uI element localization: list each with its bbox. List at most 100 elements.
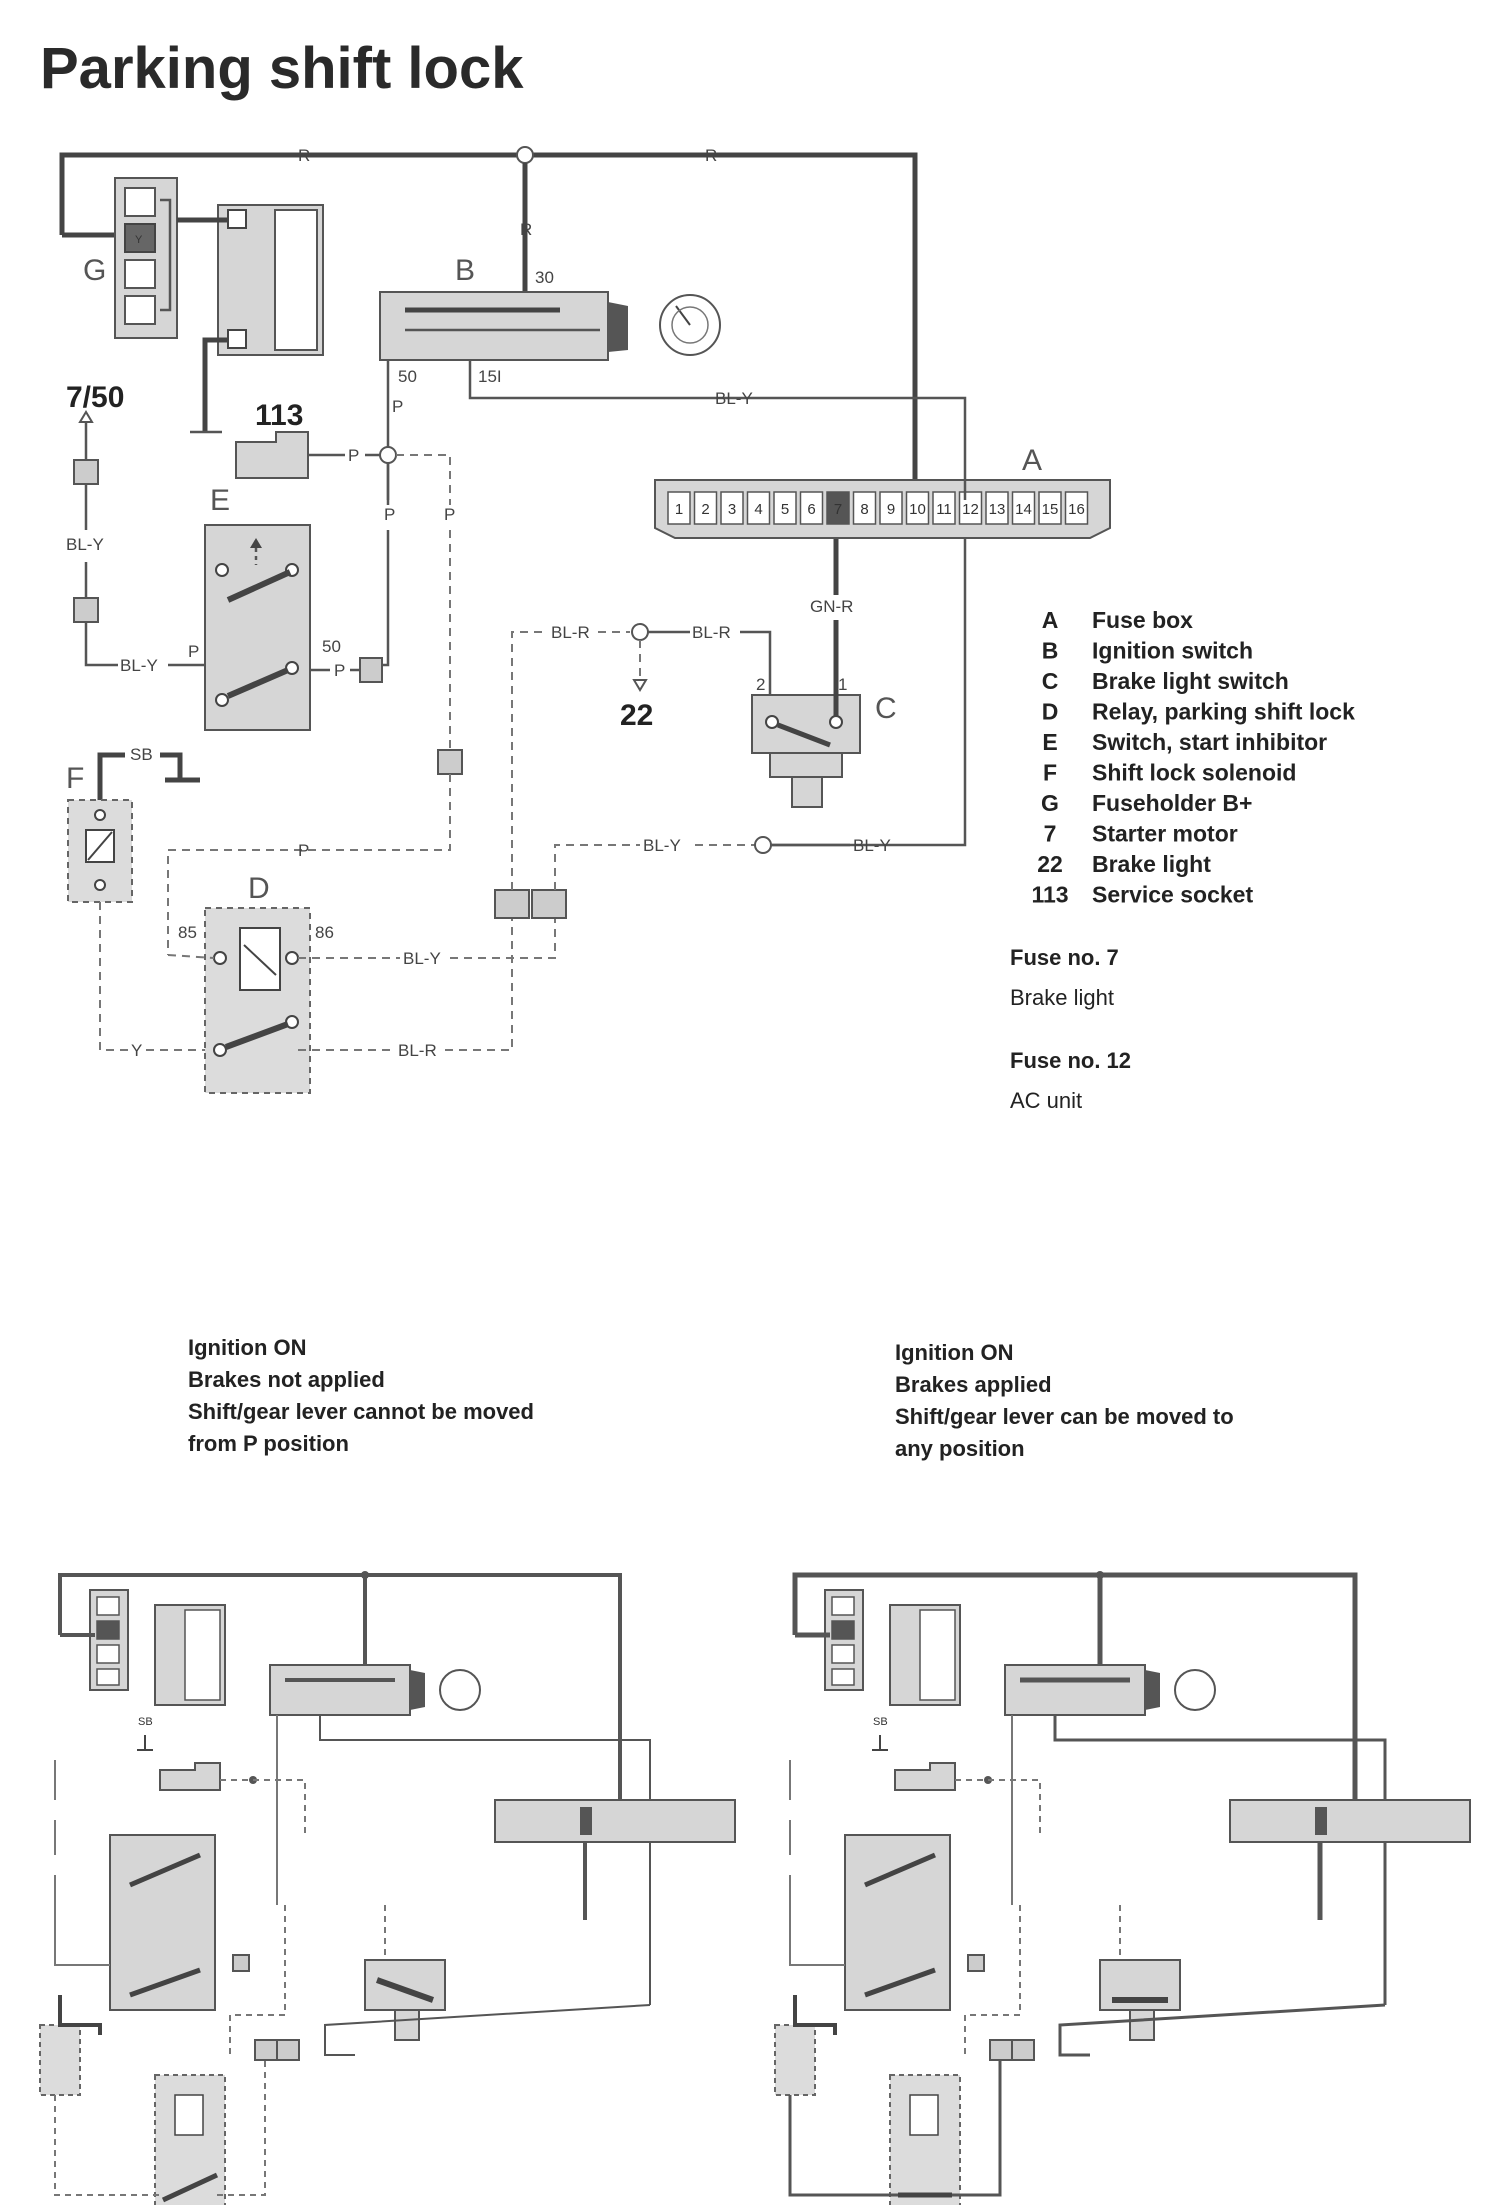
splice-node xyxy=(516,146,534,164)
label-e: E xyxy=(210,484,230,517)
legend-code: 22 xyxy=(1037,851,1063,877)
caption-left-line-1: Ignition ON xyxy=(188,1335,307,1360)
main-diagram: R R R Y G B 30 xyxy=(59,146,1111,1094)
label-a: A xyxy=(1022,444,1042,477)
fuse-slot xyxy=(932,491,956,525)
terminal-86: 86 xyxy=(315,923,334,942)
start-inhibitor-switch-e xyxy=(204,524,311,731)
fuse-notes: Fuse no. 7 Brake light Fuse no. 12 AC un… xyxy=(1010,945,1131,1113)
ref-22: 22 xyxy=(620,699,653,732)
fuse-slot-number: 2 xyxy=(701,501,709,518)
wire-label-bl-y-e: BL-Y xyxy=(120,656,158,675)
fuse-slot xyxy=(826,491,850,525)
fuse-slot-number: 5 xyxy=(781,501,789,518)
terminal-2: 2 xyxy=(756,675,765,694)
wire-label-bl-y-mid1: BL-Y xyxy=(643,836,681,855)
wire-label-p-50: P xyxy=(334,661,345,680)
legend-code: D xyxy=(1042,699,1059,725)
ref-113: 113 xyxy=(255,399,303,432)
fuse-slot xyxy=(1064,491,1089,525)
caption-left-line-3: Shift/gear lever cannot be moved xyxy=(188,1399,534,1424)
fuse-slot-number: 9 xyxy=(887,501,895,518)
wire-label-r-down: R xyxy=(520,220,532,239)
fuse-slot-number: 11 xyxy=(936,501,952,518)
wire-label-p-dash: P xyxy=(444,505,455,524)
brake-light-switch-c xyxy=(751,694,861,808)
fuse-slot-number: 7 xyxy=(834,501,842,518)
fuse-slot-number: 15 xyxy=(1042,501,1059,518)
fuse-slot-number: 3 xyxy=(728,501,736,518)
wire-label-bl-r-1: BL-R xyxy=(551,623,590,642)
fuse-slot-number: 6 xyxy=(807,501,815,518)
fuse-note-12-heading: Fuse no. 12 xyxy=(1010,1048,1131,1073)
connector-block-2 xyxy=(531,889,567,919)
fuse-slot-number: 8 xyxy=(860,501,868,518)
mini-diagram-brakes-applied: SB xyxy=(774,1571,1471,2205)
terminal-1: 1 xyxy=(838,675,847,694)
fuse-slot xyxy=(799,491,824,525)
caption-left: Ignition ON Brakes not applied Shift/gea… xyxy=(188,1335,534,1456)
fuse-slot xyxy=(1038,491,1062,525)
legend-text: Switch, start inhibitor xyxy=(1092,729,1327,755)
page-title: Parking shift lock xyxy=(40,36,524,101)
fuse-slot xyxy=(693,491,718,525)
relay-d xyxy=(204,907,311,1094)
fuse-slot-number: 13 xyxy=(989,501,1006,518)
wire-label-bl-y-mid2: BL-Y xyxy=(853,836,891,855)
fuse-note-12-text: AC unit xyxy=(1010,1088,1082,1113)
shift-lock-solenoid-f xyxy=(67,799,133,903)
legend-code: E xyxy=(1042,729,1057,755)
fuse-slot-number: 16 xyxy=(1068,501,1085,518)
label-b: B xyxy=(455,254,475,287)
caption-right: Ignition ON Brakes applied Shift/gear le… xyxy=(895,1340,1234,1461)
terminal-30: 30 xyxy=(535,268,554,287)
legend-text: Shift lock solenoid xyxy=(1092,760,1296,786)
wire-label-gn-r: GN-R xyxy=(810,597,853,616)
battery xyxy=(217,204,324,356)
fuse-slot xyxy=(852,491,877,525)
wire-label-p-113: P xyxy=(348,446,359,465)
fuse-slot xyxy=(773,491,797,525)
wire-label-bl-y-top: BL-Y xyxy=(715,389,753,408)
wire-label-p-long: P xyxy=(298,841,309,860)
fuse-slot xyxy=(720,491,744,525)
wire-label-bl-y-left: BL-Y xyxy=(66,535,104,554)
fuse-slot xyxy=(746,491,771,525)
terminal-50-b: 50 xyxy=(398,367,417,386)
fuse-note-7-heading: Fuse no. 7 xyxy=(1010,945,1119,970)
terminal-85: 85 xyxy=(178,923,197,942)
fuse-slot xyxy=(905,491,930,525)
mini-diagram-brakes-not-applied: SB xyxy=(39,1571,736,2205)
legend-text: Relay, parking shift lock xyxy=(1092,699,1355,725)
caption-left-line-4: from P position xyxy=(188,1431,349,1456)
connector-block-1 xyxy=(494,889,530,919)
caption-right-line-2: Brakes applied xyxy=(895,1372,1052,1397)
fuse-slot-number: 4 xyxy=(754,501,762,518)
fuse-slot xyxy=(1011,491,1036,525)
legend-code: 113 xyxy=(1031,882,1068,908)
legend-text: Brake light switch xyxy=(1092,668,1289,694)
wire-label-bl-y-86: BL-Y xyxy=(403,949,441,968)
arrow-up-icon xyxy=(78,410,94,423)
legend-text: Service socket xyxy=(1092,882,1253,908)
svg-text:SB: SB xyxy=(138,1716,153,1728)
legend-code: B xyxy=(1042,638,1059,664)
legend-text: Ignition switch xyxy=(1092,638,1253,664)
label-c: C xyxy=(875,692,897,725)
legend-text: Brake light xyxy=(1092,851,1211,877)
service-socket xyxy=(235,431,309,479)
legend-code: C xyxy=(1042,668,1059,694)
wire-label-r-right: R xyxy=(705,146,717,165)
arrow-down-icon xyxy=(632,679,648,692)
legend-text: Fuseholder B+ xyxy=(1092,790,1252,816)
ignition-switch-b xyxy=(379,291,721,361)
fuse-slot-number: 1 xyxy=(675,501,683,518)
legend-code: G xyxy=(1041,790,1059,816)
legend-code: 7 xyxy=(1044,821,1057,847)
fuse-slot xyxy=(879,491,903,525)
wire-label-p-down1: P xyxy=(392,397,403,416)
caption-left-line-2: Brakes not applied xyxy=(188,1367,385,1392)
